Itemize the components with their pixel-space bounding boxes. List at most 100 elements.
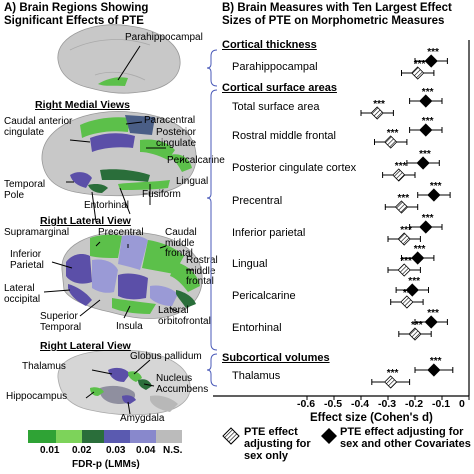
row-label-lingual: Lingual: [232, 258, 268, 270]
brain-2-medial: [41, 111, 197, 197]
view-header-lateral-2: Right Lateral View: [40, 340, 131, 352]
point-sex-only-9: [384, 375, 398, 389]
x-axis-label: Effect size (Cohen's d): [310, 412, 433, 424]
panel-a-title: A) Brain Regions Showing Significant Eff…: [4, 2, 149, 27]
row-label-parahippocampal: Parahippocampal: [232, 61, 318, 73]
point-sex-only-2: [384, 135, 398, 149]
point-sex-only-8: [408, 327, 422, 341]
sig-marker-0-3: ***: [419, 149, 431, 160]
forest-plot: ****************************************…: [206, 40, 470, 400]
sig-marker-1-7: ***: [403, 288, 415, 299]
row-label-inferior-parietal: Inferior parietal: [232, 227, 306, 239]
label-amygdala: Amygdala: [120, 413, 165, 424]
point-sex-only-3: [392, 168, 406, 182]
row-label-posterior-cingulate: Posterior cingulate cortex: [232, 162, 357, 174]
point-sex-only-7: [400, 295, 414, 309]
sig-marker-1-0: ***: [414, 59, 426, 70]
x-tick-label: -0.2: [405, 398, 424, 410]
label-rostral-middle-frontal: Rostral middle frontal: [186, 255, 218, 287]
section-subcortical-volumes: Subcortical volumes: [222, 352, 330, 364]
colorbar-tick-0: 0.01: [40, 445, 60, 456]
sig-marker-1-2: ***: [387, 128, 399, 139]
view-header-medial: Right Medial Views: [35, 99, 130, 111]
colorbar: [28, 430, 182, 443]
label-hippocampus: Hippocampus: [6, 391, 68, 402]
colorbar-tick-2: 0.03: [106, 445, 126, 456]
label-nucleus-accumbens: Nucleus Accumbens: [156, 373, 209, 395]
label-posterior-cingulate: Posterior cingulate: [156, 127, 197, 149]
x-tick-label: 0: [459, 398, 465, 410]
point-covariates-8: [424, 315, 438, 329]
label-temporal-pole: Temporal Pole: [4, 179, 46, 201]
row-label-total-surface-area: Total surface area: [232, 101, 320, 113]
label-supramarginal: Supramarginal: [4, 227, 70, 238]
label-precentral-a: Precentral: [98, 227, 144, 238]
colorbar-tick-1: 0.02: [72, 445, 92, 456]
sig-marker-1-3: ***: [395, 161, 407, 172]
label-paracentral: Paracentral: [144, 115, 196, 126]
panel-a-brains: [28, 24, 203, 443]
sig-marker-0-8: ***: [427, 308, 439, 319]
point-sex-only-5: [397, 232, 411, 246]
sig-marker-1-9: ***: [387, 368, 399, 379]
point-covariates-5: [419, 220, 433, 234]
legend-covariates: PTE effect adjusting for sex and other C…: [340, 426, 471, 450]
legend-filled-diamond: [321, 428, 337, 444]
label-lateral-occipital: Lateral occipital: [4, 283, 41, 305]
label-entorhinal-a: Entorhinal: [84, 200, 130, 211]
colorbar-tick-3: 0.04: [136, 445, 156, 456]
label-pericalcarine-a: Pericalcarine: [167, 155, 225, 166]
sig-marker-0-4: ***: [430, 181, 442, 192]
legend-hatched-diamond: [222, 427, 240, 445]
panel-b-title: B) Brain Measures with Ten Largest Effec…: [222, 2, 452, 27]
label-globus-pallidum: Globus pallidum: [130, 351, 202, 362]
sig-marker-1-5: ***: [400, 225, 412, 236]
sig-marker-0-6: ***: [414, 244, 426, 255]
point-covariates-1: [419, 94, 433, 108]
label-caudal-anterior-cingulate: Caudal anterior cingulate: [4, 116, 73, 138]
point-sex-only-4: [394, 200, 409, 214]
point-covariates-4: [427, 188, 441, 202]
colorbar-label: FDR-p (LMMs): [72, 459, 140, 470]
sig-marker-1-6: ***: [400, 256, 412, 267]
point-sex-only-0: [411, 66, 425, 80]
label-insula: Insula: [116, 321, 143, 332]
sig-marker-0-9: ***: [430, 356, 442, 367]
label-parahippocampal-a: Parahippocampal: [125, 32, 203, 43]
row-label-pericalcarine: Pericalcarine: [232, 290, 296, 302]
label-inferior-parietal-a: Inferior Parietal: [10, 249, 44, 271]
label-fusiform: Fusiform: [142, 189, 181, 200]
brain-3-lateral: [61, 231, 203, 319]
point-sex-only-6: [397, 263, 411, 277]
label-thalamus-a: Thalamus: [22, 361, 66, 372]
sig-marker-1-1: ***: [373, 99, 385, 110]
row-label-entorhinal: Entorhinal: [232, 322, 282, 334]
sig-marker-0-7: ***: [408, 276, 420, 287]
label-lingual-a: Lingual: [176, 176, 209, 187]
label-lateral-orbitofrontal: Lateral orbitofrontal: [158, 305, 211, 327]
label-caudal-middle-frontal: Caudal middle frontal: [165, 227, 197, 259]
sig-marker-1-8: ***: [411, 320, 423, 331]
row-label-thalamus: Thalamus: [232, 370, 281, 382]
sig-marker-0-2: ***: [422, 116, 434, 127]
sig-marker-0-5: ***: [422, 213, 434, 224]
x-tick-label: -0.5: [324, 398, 343, 410]
point-covariates-9: [427, 363, 441, 377]
section-cortical-thickness: Cortical thickness: [222, 39, 317, 51]
point-covariates-7: [405, 283, 419, 297]
section-cortical-surface-areas: Cortical surface areas: [222, 82, 337, 94]
point-covariates-3: [416, 156, 430, 170]
row-label-precentral: Precentral: [232, 195, 283, 207]
sig-marker-0-1: ***: [422, 87, 434, 98]
group-brackets: [206, 49, 218, 387]
label-superior-temporal: Superior Temporal: [40, 311, 82, 333]
x-tick-label: -0.3: [378, 398, 397, 410]
sig-marker-1-4: ***: [398, 193, 410, 204]
legend-sex-only: PTE effect adjusting for sex only: [244, 426, 311, 462]
row-label-rostral-middle-frontal: Rostral middle frontal: [232, 130, 336, 142]
point-covariates-2: [419, 123, 433, 137]
view-header-lateral-1: Right Lateral View: [40, 215, 131, 227]
brain-4-subcortical: [57, 349, 191, 416]
x-tick-label: -0.6: [297, 398, 316, 410]
colorbar-tick-4: N.S.: [163, 445, 183, 456]
